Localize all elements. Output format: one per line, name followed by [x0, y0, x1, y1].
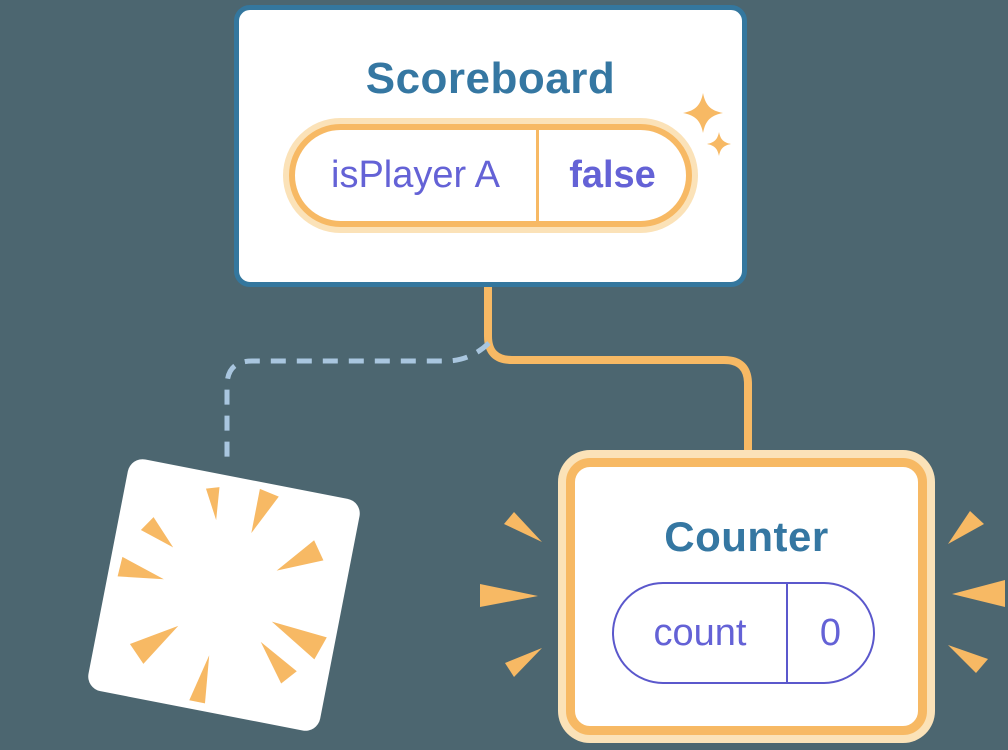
emphasis-burst-icon-right — [948, 511, 1005, 673]
removed-component-card — [88, 459, 360, 731]
state-name: count — [653, 611, 747, 654]
scoreboard-title: Scoreboard — [365, 54, 616, 103]
scoreboard-state-pill: isPlayer A false — [289, 124, 692, 227]
counter-card: Counter count 0 — [566, 458, 927, 735]
state-value: 0 — [819, 611, 842, 654]
emphasis-burst-icon-left — [480, 512, 542, 677]
connector-scoreboard-to-counter — [484, 286, 752, 454]
pill-divider — [536, 130, 539, 221]
connector-scoreboard-to-removed — [224, 341, 491, 459]
state-value: false — [569, 154, 656, 196]
removed-component-poof — [88, 459, 360, 731]
scoreboard-card: Scoreboard isPlayer A false — [234, 5, 747, 287]
counter-title: Counter — [664, 513, 829, 560]
counter-state-pill: count 0 — [612, 582, 875, 684]
state-name: isPlayer A — [331, 154, 500, 196]
pill-divider — [786, 584, 788, 682]
poof-burst-icon — [117, 487, 327, 704]
